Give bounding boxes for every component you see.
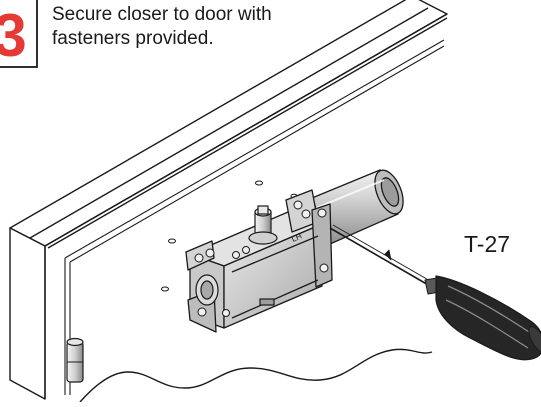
step-instruction: Secure closer to door with fasteners pro… [52,3,352,51]
instruction-line-1: Secure closer to door with [52,4,272,25]
instruction-line-2: fasteners provided. [52,28,214,49]
hinge-pin [66,337,84,383]
mounting-screws [194,200,329,317]
step-number-badge: 3 [0,0,38,69]
door-cutaway-edge [79,348,433,403]
tool-label: T-27 [464,231,511,257]
door [9,0,448,400]
svg-text:LH: LH [290,231,303,243]
step-number: 3 [0,2,27,69]
closer-adjustment-port [195,274,219,306]
closer-spindle [248,205,278,306]
screwdriver-icon [329,224,541,361]
